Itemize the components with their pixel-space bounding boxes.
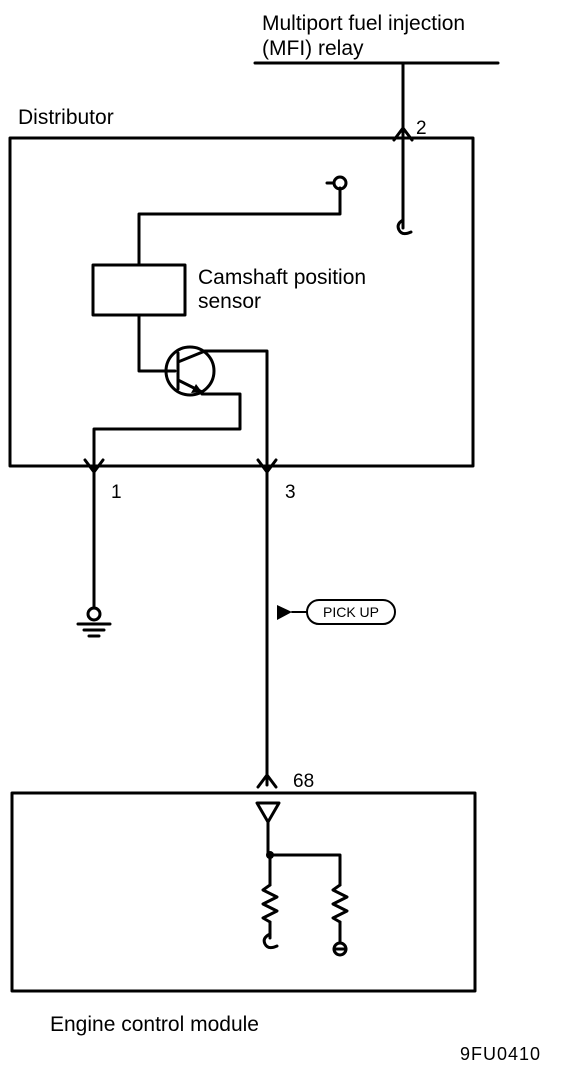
distributor-box [8,136,475,468]
ecm-label: Engine control module [50,1013,259,1036]
transistor-base-wire [137,313,177,373]
mfi-relay-label-line2: (MFI) relay [262,37,364,60]
ground-wire-internal [92,392,242,480]
pin-68-label: 68 [293,771,314,792]
pin-2-label: 2 [416,118,427,139]
ecm-branch-wire [268,853,342,887]
sensor-supply-wire [137,186,342,267]
pin-3-connector [256,458,278,474]
pick-up-arrow-icon [277,605,292,620]
ecm-input-triangle-icon [255,801,281,824]
camshaft-sensor-label-line2: sensor [198,290,261,313]
camshaft-sensor-box [91,263,187,317]
pin-68-connector [256,773,278,789]
mfi-relay-label-line1: Multiport fuel injection [262,12,465,35]
ecm-resistor-right-icon [331,883,349,924]
ground-terminal-icon [86,606,102,622]
signal-wire-internal [203,349,269,480]
pick-up-label: PICK UP [323,604,379,620]
relay-open-end [396,218,413,236]
ecm-box [10,791,477,993]
pin-1-connector [83,458,105,474]
transistor-icon [164,345,216,397]
camshaft-sensor-label-line1: Camshaft position [198,266,366,289]
supply-terminal-icon [332,175,348,191]
pin-1-label: 1 [111,482,122,503]
pin-3-label: 3 [285,482,296,503]
ecm-left-open-end [262,932,279,950]
figure-code: 9FU0410 [460,1044,541,1064]
pin-2-connector [392,126,414,142]
transistor-collector [176,349,207,364]
pick-up-badge [306,599,396,625]
transistor-emitter-arrow [191,384,202,393]
distributor-label: Distributor [18,106,114,129]
ecm-resistor-left-icon [261,883,279,924]
